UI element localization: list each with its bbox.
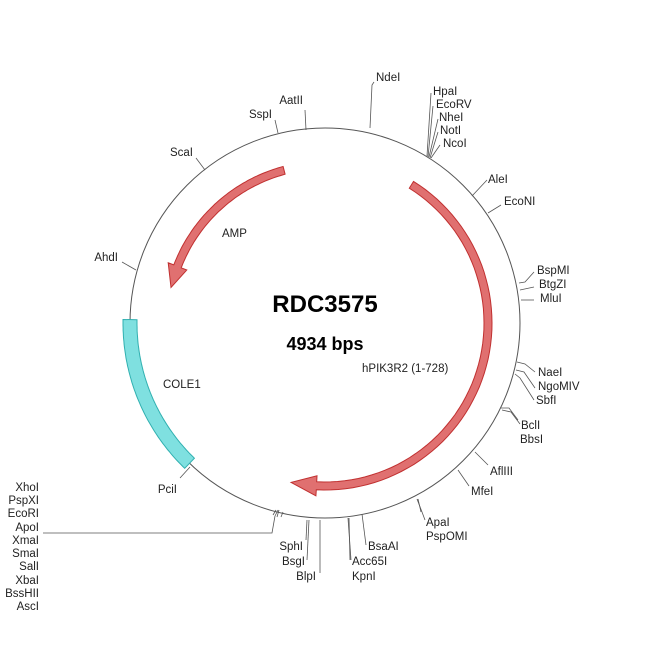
site-label: NcoI — [443, 138, 467, 150]
feature-label-cole1: COLE1 — [163, 379, 201, 391]
site-labels: NdeI HpaI EcoRV NheI NotI NcoI AleI EcoN… — [5, 72, 580, 613]
site-label: EcoNI — [504, 196, 535, 208]
site-label: XbaI — [15, 575, 39, 587]
site-label: BsaAI — [368, 541, 399, 553]
site-label: AleI — [488, 174, 508, 186]
site-label: MluI — [540, 293, 562, 305]
site-label: PspXI — [8, 495, 39, 507]
site-label: BlpI — [296, 571, 316, 583]
site-label: SalI — [19, 561, 39, 573]
site-label: AhdI — [94, 252, 118, 264]
feature-amp-arrow — [167, 165, 286, 289]
site-label: KpnI — [352, 571, 376, 583]
site-label: HpaI — [433, 86, 457, 98]
site-label: XhoI — [15, 482, 39, 494]
site-label: NdeI — [376, 72, 400, 84]
site-label: AatII — [279, 95, 303, 107]
site-label: BsgI — [282, 556, 305, 568]
site-label: BclI — [521, 420, 540, 432]
site-label: BssHII — [5, 588, 39, 600]
site-label: AflIII — [490, 466, 513, 478]
site-label: ScaI — [170, 147, 193, 159]
feature-cole1-band — [122, 318, 196, 470]
site-label: BbsI — [520, 434, 543, 446]
site-label: SmaI — [12, 548, 39, 560]
site-label: EcoRI — [8, 508, 39, 520]
site-label: NgoMIV — [538, 381, 580, 393]
site-label: MfeI — [471, 486, 493, 498]
site-label: NheI — [439, 112, 463, 124]
site-label: XmaI — [12, 535, 39, 547]
site-label: AscI — [17, 601, 39, 613]
site-label: BspMI — [537, 265, 570, 277]
site-label: SspI — [249, 109, 272, 121]
site-label: Acc65I — [352, 556, 387, 568]
site-label: PciI — [158, 484, 177, 496]
site-ticks — [43, 81, 536, 573]
site-label: SphI — [279, 541, 303, 553]
site-label: PspOMI — [426, 531, 468, 543]
site-label: BtgZI — [539, 279, 566, 291]
site-label: SbfI — [536, 395, 556, 407]
site-label: EcoRV — [436, 99, 472, 111]
site-label: NaeI — [538, 367, 562, 379]
feature-hpik3r2-arrow — [289, 180, 493, 497]
site-label: NotI — [440, 125, 461, 137]
plasmid-size: 4934 bps — [286, 334, 363, 354]
plasmid-name: RDC3575 — [272, 291, 377, 318]
site-label: ApaI — [426, 517, 450, 529]
feature-label-amp: AMP — [222, 228, 247, 240]
feature-label-hpik3r2: hPIK3R2 (1-728) — [362, 363, 448, 375]
site-label: ApoI — [15, 522, 39, 534]
